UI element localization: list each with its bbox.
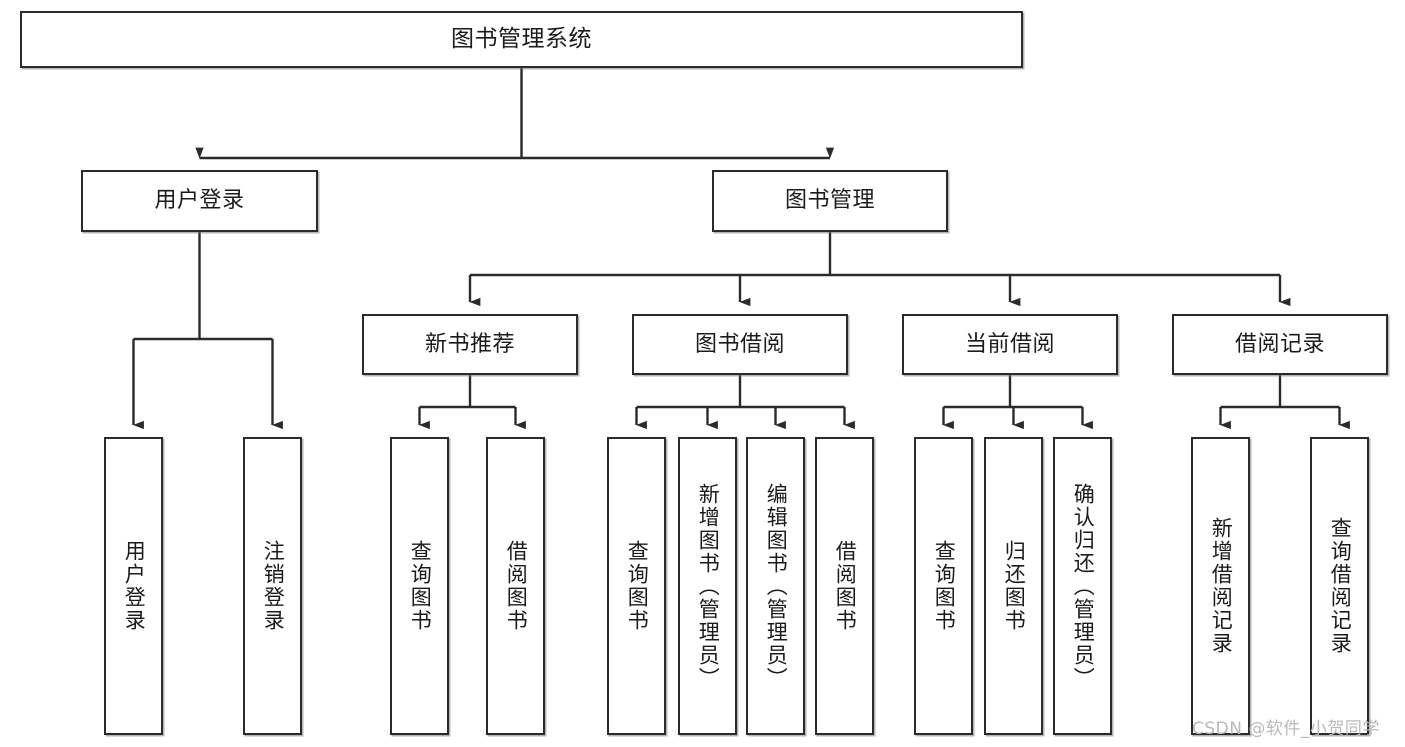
node-leaf-query-book-3[interactable]: 查询图书 — [914, 437, 973, 735]
node-label: 新增借阅记录 — [1209, 517, 1234, 655]
node-label: 借阅图书 — [833, 540, 858, 632]
node-label: 查询图书 — [408, 540, 433, 632]
node-leaf-user-login[interactable]: 用户登录 — [104, 437, 163, 735]
node-label: 图书借阅 — [694, 331, 785, 357]
node-leaf-borrow-book-1[interactable]: 借阅图书 — [486, 437, 545, 735]
node-leaf-return-book[interactable]: 归还图书 — [984, 437, 1043, 735]
node-label: 当前借阅 — [964, 331, 1055, 357]
node-leaf-add-record[interactable]: 新增借阅记录 — [1191, 437, 1250, 735]
node-label: 图书管理 — [784, 188, 875, 214]
node-label: 图书管理系统 — [451, 25, 592, 52]
node-leaf-logout[interactable]: 注销登录 — [243, 437, 302, 735]
node-label: 确认归还（管理员） — [1071, 482, 1096, 690]
node-user-login[interactable]: 用户登录 — [81, 170, 318, 232]
node-borrow-record[interactable]: 借阅记录 — [1172, 314, 1388, 375]
node-label: 注销登录 — [261, 540, 286, 632]
node-leaf-query-book-2[interactable]: 查询图书 — [607, 437, 666, 735]
node-leaf-add-book[interactable]: 新增图书（管理员） — [678, 437, 737, 735]
node-label: 借阅图书 — [504, 540, 529, 632]
node-root-book-management-system[interactable]: 图书管理系统 — [20, 11, 1023, 68]
node-new-book-recommend[interactable]: 新书推荐 — [362, 314, 578, 375]
node-leaf-edit-book[interactable]: 编辑图书（管理员） — [746, 437, 805, 735]
node-leaf-borrow-book-2[interactable]: 借阅图书 — [815, 437, 874, 735]
node-label: 新增图书（管理员） — [696, 482, 721, 690]
node-label: 用户登录 — [122, 540, 147, 632]
node-label: 查询借阅记录 — [1328, 517, 1353, 655]
csdn-watermark: CSDN @软件_小贺同学 — [1192, 719, 1380, 739]
node-label: 查询图书 — [625, 540, 650, 632]
node-leaf-confirm-return[interactable]: 确认归还（管理员） — [1053, 437, 1112, 735]
node-label: 借阅记录 — [1234, 331, 1325, 357]
node-label: 新书推荐 — [424, 331, 515, 357]
node-label: 用户登录 — [154, 188, 245, 214]
node-label: 编辑图书（管理员） — [764, 482, 789, 690]
node-label: 归还图书 — [1002, 540, 1027, 632]
node-leaf-query-record[interactable]: 查询借阅记录 — [1310, 437, 1369, 735]
node-book-management[interactable]: 图书管理 — [712, 170, 948, 232]
node-current-borrow[interactable]: 当前借阅 — [902, 314, 1118, 375]
node-label: 查询图书 — [932, 540, 957, 632]
node-leaf-query-book-1[interactable]: 查询图书 — [390, 437, 449, 735]
node-book-borrow[interactable]: 图书借阅 — [632, 314, 848, 375]
